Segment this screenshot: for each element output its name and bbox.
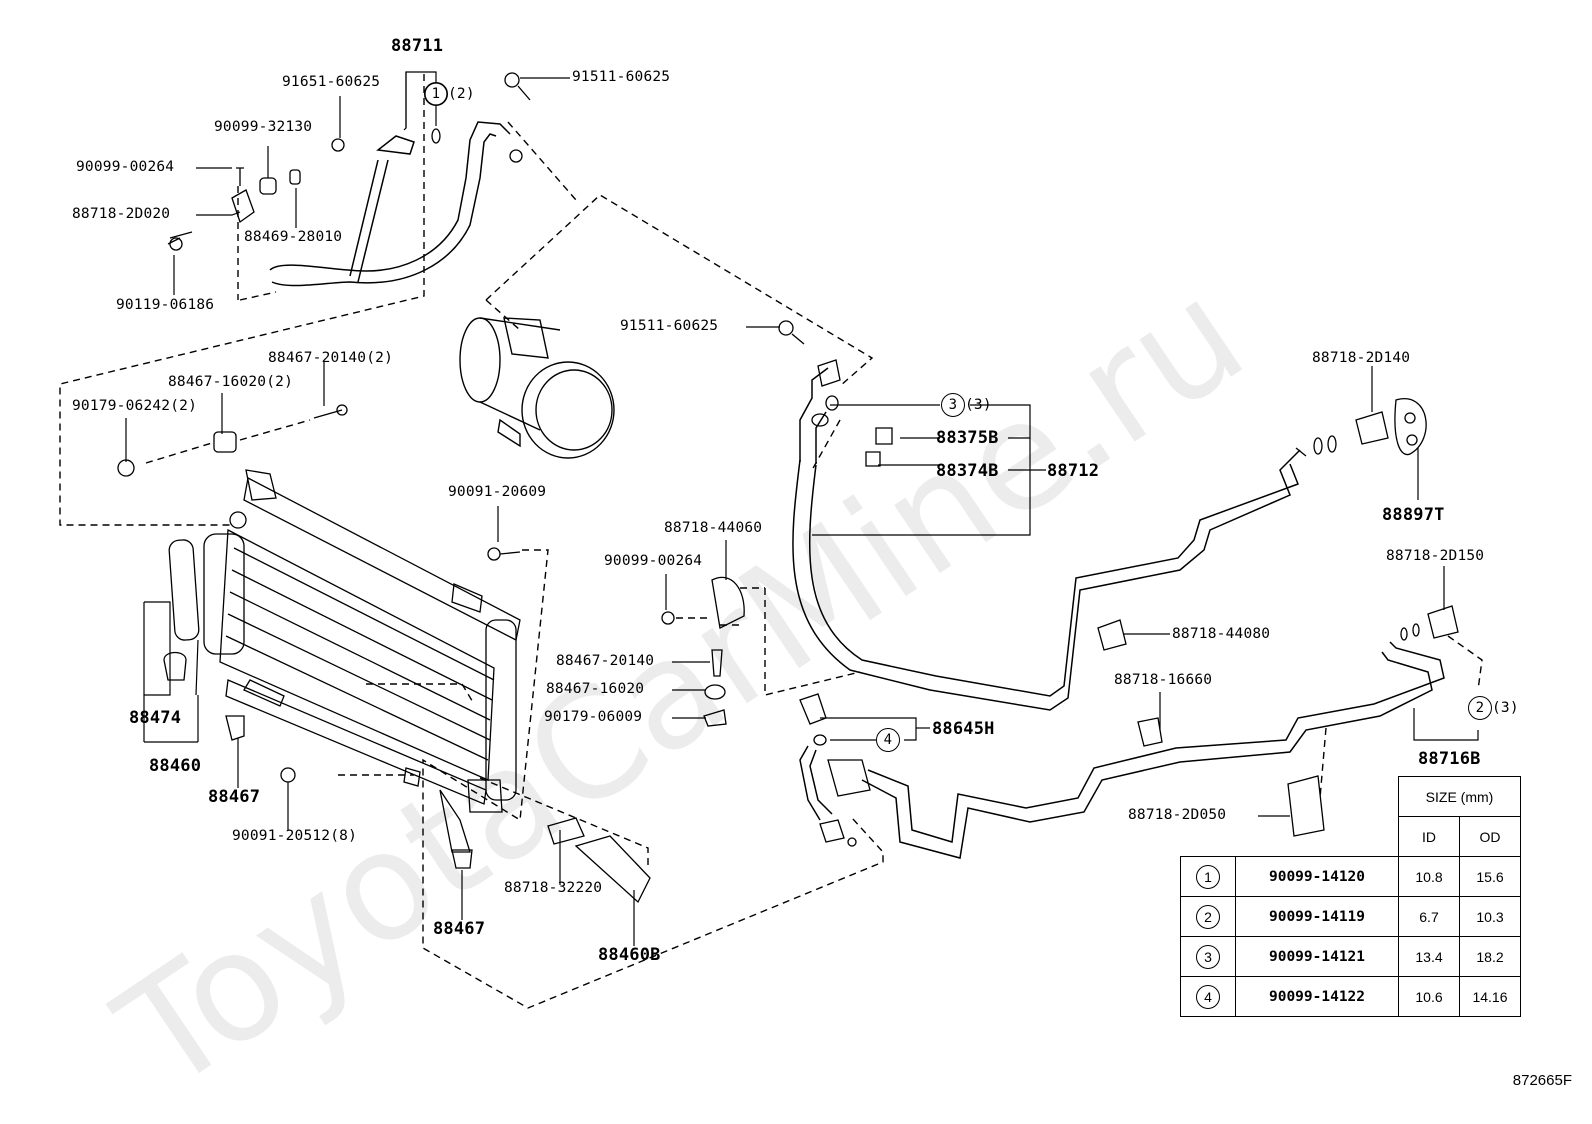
- part-88716B: 88716B: [1418, 749, 1481, 769]
- table-row: 1 90099-14120 10.8 15.6: [1180, 856, 1521, 897]
- part-88374B: 88374B: [936, 461, 999, 481]
- part-88460B: 88460B: [598, 945, 661, 965]
- part-88718-32220: 88718-32220: [504, 880, 603, 896]
- part-90091-20609: 90091-20609: [448, 484, 547, 500]
- part-88718-2D050: 88718-2D050: [1128, 807, 1227, 823]
- size-table-id-header: ID: [1398, 816, 1460, 857]
- part-88897T: 88897T: [1382, 505, 1445, 525]
- part-88467-a: 88467: [208, 787, 261, 807]
- part-90099-00264-a: 90099-00264: [76, 159, 175, 175]
- table-row: 3 90099-14121 13.4 18.2: [1180, 936, 1521, 977]
- part-90099-32130: 90099-32130: [214, 119, 313, 135]
- part-88467-20140-2: 88467-20140(2): [268, 350, 394, 366]
- circle-number-3: 3(3): [941, 393, 992, 417]
- part-88467-20140: 88467-20140: [556, 653, 655, 669]
- part-88645H: 88645H: [932, 719, 995, 739]
- drawing-code: 872665F: [1512, 1072, 1572, 1089]
- size-table-od-header: OD: [1459, 816, 1521, 857]
- qty-1: (2): [448, 86, 475, 102]
- part-90099-00264-b: 90099-00264: [604, 553, 703, 569]
- part-91511-60625-a: 91511-60625: [572, 69, 671, 85]
- size-table: SIZE (mm) ID OD 1 90099-14120 10.8 15.6 …: [1180, 776, 1521, 1017]
- part-88467-b: 88467: [433, 919, 486, 939]
- circle-number-2: 2(3): [1468, 696, 1519, 720]
- part-88711: 88711: [391, 36, 444, 56]
- qty-3: (3): [965, 397, 992, 413]
- part-88467-16020: 88467-16020: [546, 681, 645, 697]
- parts-diagram: ToyotaCarMine.ru: [59, 36, 1572, 1124]
- part-90179-06009: 90179-06009: [544, 709, 643, 725]
- circle-number-1: 1(2): [424, 82, 475, 106]
- part-88375B: 88375B: [936, 428, 999, 448]
- part-88718-2D140: 88718-2D140: [1312, 350, 1411, 366]
- table-row: 4 90099-14122 10.6 14.16: [1180, 976, 1521, 1017]
- part-88718-44060: 88718-44060: [664, 520, 763, 536]
- part-88718-44080: 88718-44080: [1172, 626, 1271, 642]
- part-91511-60625-b: 91511-60625: [620, 318, 719, 334]
- part-88469-28010: 88469-28010: [244, 229, 343, 245]
- part-88718-2D020: 88718-2D020: [72, 206, 171, 222]
- diagram-drawing: [59, 71, 1483, 1009]
- part-88467-16020-2: 88467-16020(2): [168, 374, 294, 390]
- part-88718-16660: 88718-16660: [1114, 672, 1213, 688]
- part-88712: 88712: [1047, 461, 1100, 481]
- part-88718-2D150: 88718-2D150: [1386, 548, 1485, 564]
- circle-number-4: 4: [876, 728, 900, 752]
- part-90091-20512: 90091-20512(8): [232, 828, 358, 844]
- part-88474: 88474: [129, 708, 182, 728]
- part-91651-60625: 91651-60625: [282, 74, 381, 90]
- size-table-title: SIZE (mm): [1398, 776, 1521, 817]
- part-90119-06186: 90119-06186: [116, 297, 215, 313]
- part-90179-06242: 90179-06242(2): [72, 398, 198, 414]
- part-88460: 88460: [149, 756, 202, 776]
- qty-2: (3): [1492, 700, 1519, 716]
- table-row: 2 90099-14119 6.7 10.3: [1180, 896, 1521, 937]
